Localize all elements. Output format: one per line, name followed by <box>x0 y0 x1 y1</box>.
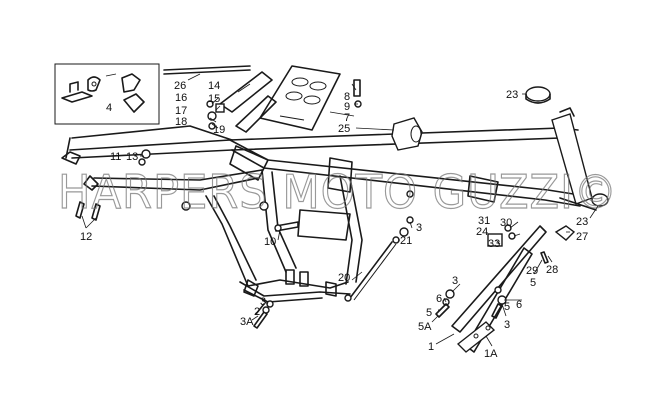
callout-23-right: 23 <box>576 216 588 228</box>
callout-3-lower: 3 <box>504 319 510 331</box>
callout-33: 33 <box>488 238 500 250</box>
callout-3A: 3A <box>240 316 254 328</box>
callout-15: 15 <box>208 93 220 105</box>
callout-11: 11 <box>110 151 121 163</box>
cap-23 <box>525 86 551 104</box>
callout-3-mid: 3 <box>416 222 422 234</box>
callout-21: 21 <box>400 235 412 247</box>
callout-3-right: 3 <box>452 275 458 287</box>
callout-5-right: 5 <box>530 277 536 289</box>
callout-6-right: 6 <box>516 299 522 311</box>
hardware-5-6 <box>435 286 507 319</box>
callout-1A: 1A <box>484 348 498 360</box>
callout-12: 12 <box>80 231 92 243</box>
callout-30: 30 <box>500 217 512 229</box>
callout-17: 17 <box>175 105 187 117</box>
callout-5-left: 5 <box>426 307 432 319</box>
callout-4: 4 <box>106 102 112 114</box>
callout-25: 25 <box>338 123 350 135</box>
callout-2: 2 <box>254 306 260 318</box>
leader-lines <box>81 73 599 347</box>
callout-9: 9 <box>344 101 350 113</box>
callout-5A: 5A <box>418 321 432 333</box>
callout-24: 24 <box>476 226 488 238</box>
callout-1: 1 <box>428 341 434 353</box>
callout-20: 20 <box>338 272 350 284</box>
rubber-grommet-25 <box>391 117 423 151</box>
callout-8: 8 <box>344 91 350 103</box>
callout-13: 13 <box>126 151 138 163</box>
callout-6-left: 6 <box>436 293 442 305</box>
callout-19: 19 <box>213 124 225 136</box>
nuts-3-21 <box>392 216 414 244</box>
callout-7: 7 <box>344 112 350 124</box>
callout-10: 10 <box>264 236 276 248</box>
motorcycle-frame <box>61 107 597 303</box>
callout-3-left: 3 <box>260 296 266 308</box>
right-hardware <box>487 224 576 264</box>
long-bolt-20 <box>344 241 397 302</box>
battery-tray <box>259 65 341 131</box>
callout-29: 29 <box>526 265 538 277</box>
bolts-2-3a <box>253 300 274 329</box>
small-hardware <box>138 79 362 166</box>
callout-28: 28 <box>546 264 558 276</box>
brace-1 <box>451 225 547 353</box>
callout-27: 27 <box>576 231 588 243</box>
callout-23-top: 23 <box>506 89 518 101</box>
seat-bracket-strap <box>163 65 277 133</box>
watermark-text: HARPERS MOTO GUZZI© <box>58 165 618 219</box>
callout-26: 26 <box>174 80 186 92</box>
callout-5-lower: 5 <box>504 301 510 313</box>
cap-23-lower <box>591 193 609 207</box>
callout-labels: 4 26 14 16 15 17 18 19 8 9 7 25 23 11 13… <box>80 80 588 360</box>
callout-31: 31 <box>478 215 490 227</box>
ignition-switch-inset <box>54 63 160 125</box>
callout-18: 18 <box>175 116 187 128</box>
bolt-10 <box>274 221 299 232</box>
callout-16: 16 <box>175 92 187 104</box>
callout-14: 14 <box>208 80 220 92</box>
